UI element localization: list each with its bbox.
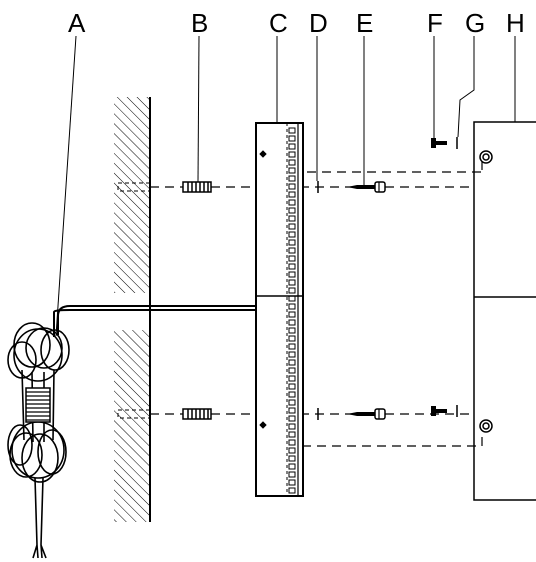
rail-slot: [288, 367, 296, 374]
rail-slot: [288, 359, 296, 366]
bolt-lower: [431, 405, 458, 417]
callout-e: E: [356, 8, 374, 38]
rail-slot: [288, 279, 296, 286]
rail-slot: [288, 271, 296, 278]
rail-slot: [288, 311, 296, 318]
rail-slot: [288, 255, 296, 262]
rail-slot: [288, 247, 296, 254]
rail-slot: [288, 423, 296, 430]
rail-slot: [288, 183, 296, 190]
rail-slot: [288, 167, 296, 174]
rail-slot: [288, 431, 296, 438]
rail-slot: [288, 415, 296, 422]
rail-slot: [288, 375, 296, 382]
rail-slot: [288, 159, 296, 166]
rail-slot: [288, 407, 296, 414]
rail-slot: [288, 487, 296, 494]
rail-slot: [288, 327, 296, 334]
callout-f: F: [427, 8, 443, 38]
rail-slot: [288, 231, 296, 238]
bolt-upper: [431, 137, 458, 149]
rail-slot: [288, 383, 296, 390]
rail-slot: [288, 447, 296, 454]
rail-slot: [288, 239, 296, 246]
rail-slot: [288, 319, 296, 326]
wall-plug-upper: [182, 181, 212, 193]
rail-slot: [288, 143, 296, 150]
rail-slot: [288, 391, 296, 398]
rail-slot: [288, 223, 296, 230]
rail-slot: [288, 287, 296, 294]
rail-slot: [288, 399, 296, 406]
screw-lower: [347, 408, 386, 420]
callout-h: H: [506, 8, 525, 38]
rail-slot: [288, 479, 296, 486]
wall-plug-lower: [182, 408, 212, 420]
rail-slot: [288, 191, 296, 198]
rail-slot: [288, 151, 296, 158]
rail-slot: [288, 351, 296, 358]
rail-slot: [288, 127, 296, 134]
mounting-rail: [255, 122, 304, 497]
callout-a: A: [68, 8, 86, 38]
rail-slot: [288, 303, 296, 310]
callout-g: G: [465, 8, 486, 38]
rail-slot: [288, 471, 296, 478]
rail-slot: [288, 199, 296, 206]
device-housing: [473, 121, 536, 501]
wall: [114, 97, 151, 522]
rail-slot: [288, 263, 296, 270]
rail-slot: [288, 295, 296, 302]
rail-slot: [288, 455, 296, 462]
rail-slot: [288, 463, 296, 470]
coil-binding: [25, 387, 51, 423]
rail-slot: [288, 215, 296, 222]
rail-slot: [288, 175, 296, 182]
rail-slot: [288, 135, 296, 142]
rail-slot: [288, 343, 296, 350]
rail-slot: [288, 207, 296, 214]
callout-c: C: [269, 8, 288, 38]
cable-coil: [7, 322, 70, 559]
callout-d: D: [309, 8, 328, 38]
rail-slot: [288, 335, 296, 342]
alignment-lines: [150, 156, 483, 447]
screw-upper: [347, 181, 386, 193]
callout-b: B: [191, 8, 209, 38]
cable: [53, 305, 256, 337]
leader-lines: [55, 35, 516, 337]
wall-holes: [117, 182, 150, 419]
rail-slot: [288, 439, 296, 446]
